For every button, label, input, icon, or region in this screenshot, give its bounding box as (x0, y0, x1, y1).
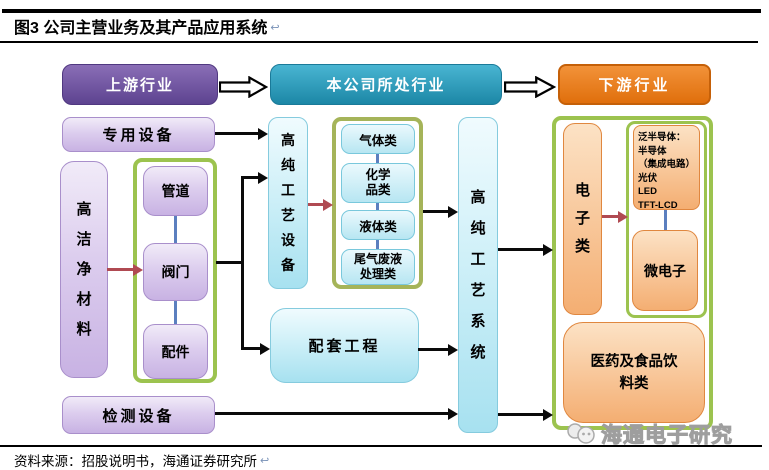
special-equipment-box: 专用设备 (62, 117, 215, 152)
support-engineering-box: 配套工程 (270, 308, 419, 383)
arrowhead-hpsystem-to-pharma (543, 408, 553, 421)
electronics-box: 电子类 (563, 123, 602, 315)
pan-semiconductor-label: 泛半导体： 半导体 （集成电路） 光伏 LED TFT-LCD (638, 132, 696, 211)
micro-electronics-label: 微电子 (644, 262, 686, 279)
pharma-food-label: 医药及食品饮 料类 (590, 353, 678, 392)
pipe-label: 管道 (161, 183, 190, 199)
connector-electronics-to-subgroup (602, 215, 619, 218)
figure-title: 图3 公司主营业务及其产品应用系统↩ (14, 14, 280, 38)
connector-branch-vertical (241, 176, 244, 350)
connector-group-out (216, 261, 244, 264)
gas-box: 气体类 (341, 124, 415, 154)
downstream-industry-header: 下游行业 (558, 64, 711, 105)
connector-branch-to-hpequip (244, 176, 259, 179)
support-engineering-label: 配套工程 (308, 338, 381, 355)
arrowhead-branch-to-hpequip (258, 171, 268, 184)
source-note: 资料来源：招股说明书，海通证券研究所↩ (14, 450, 269, 470)
waste-treatment-box: 尾气废液 处理类 (341, 249, 415, 285)
connector-special-to-hpequip (215, 132, 259, 135)
micro-electronics-box: 微电子 (632, 230, 698, 311)
company-industry-label: 本公司所处行业 (326, 77, 446, 94)
pharma-food-box: 医药及食品饮 料类 (563, 322, 705, 423)
connector-hpequip-to-media (308, 203, 324, 206)
valve-label: 阀门 (161, 264, 190, 280)
company-industry-header: 本公司所处行业 (270, 64, 502, 105)
arrowhead-media-to-hpsystem (448, 205, 458, 218)
arrowhead-electronics-to-subgroup (618, 210, 628, 223)
arrowhead-support-to-hpsystem (448, 343, 458, 356)
electronics-label: 电子类 (574, 182, 590, 255)
connector-hpsystem-to-electronics (498, 248, 544, 251)
connector-valve-fitting (174, 301, 177, 324)
connector-pipe-valve (174, 216, 177, 243)
arrowhead-hpsystem-to-electronics (543, 243, 553, 256)
fitting-label: 配件 (161, 343, 190, 360)
paragraph-mark-icon: ↩ (270, 22, 280, 34)
watermark-text: 海通电子研究 (601, 424, 733, 448)
high-purity-process-system-box: 高纯工艺系统 (458, 117, 498, 433)
source-note-text: 资料来源：招股说明书，海通证券研究所 (14, 454, 257, 469)
footer-rule (0, 445, 762, 447)
flow-arrow-upstream-to-company (219, 76, 268, 98)
pan-semiconductor-box: 泛半导体： 半导体 （集成电路） 光伏 LED TFT-LCD (633, 125, 700, 211)
high-purity-process-equipment-box: 高纯工艺设备 (268, 117, 308, 289)
connector-chemicals-liquids (376, 203, 379, 210)
high-clean-material-label: 高洁净材料 (76, 200, 92, 338)
title-rule (0, 41, 758, 43)
arrowhead-special-to-hpequip (258, 127, 268, 140)
arrowhead-branch-to-support (260, 342, 270, 355)
waste-treatment-label: 尾气废液 处理类 (353, 252, 402, 281)
connector-hpsystem-to-pharma (498, 413, 544, 416)
gas-label: 气体类 (359, 133, 397, 148)
flow-arrow-company-to-downstream (504, 76, 556, 98)
special-equipment-label: 专用设备 (102, 127, 175, 144)
connector-material-to-valve (107, 268, 134, 271)
high-clean-material-box: 高洁净材料 (60, 161, 108, 378)
fitting-box: 配件 (143, 324, 208, 379)
watermark: 海通电子研究 (566, 419, 733, 449)
chemicals-label: 化学 品类 (365, 168, 391, 197)
arrowhead-testing-to-hpsystem (448, 407, 458, 420)
valve-box: 阀门 (143, 243, 208, 301)
liquids-box: 液体类 (341, 210, 415, 240)
connector-media-to-hpsystem (423, 210, 449, 213)
connector-support-to-hpsystem (418, 348, 449, 351)
connector-liquids-waste (376, 240, 379, 249)
top-rule (2, 9, 761, 13)
pipe-box: 管道 (143, 166, 208, 216)
paragraph-mark-icon: ↩ (260, 455, 270, 467)
figure-title-text: 图3 公司主营业务及其产品应用系统 (14, 20, 268, 37)
testing-equipment-box: 检测设备 (62, 396, 215, 434)
high-purity-process-equipment-label: 高纯工艺设备 (281, 132, 295, 273)
watermark-logo-icon (567, 423, 595, 444)
connector-branch-to-support (244, 347, 261, 350)
connector-testing-to-hpsystem (215, 412, 449, 415)
arrowhead-hpequip-to-media (323, 198, 333, 211)
chemicals-box: 化学 品类 (341, 163, 415, 203)
upstream-industry-header: 上游行业 (62, 64, 218, 105)
connector-gas-chemicals (376, 154, 379, 163)
upstream-industry-label: 上游行业 (105, 77, 174, 94)
high-purity-process-system-label: 高纯工艺系统 (470, 189, 486, 361)
downstream-industry-label: 下游行业 (598, 77, 671, 94)
arrowhead-material-to-valve (133, 263, 143, 276)
connector-pansemi-micro (664, 210, 667, 230)
testing-equipment-label: 检测设备 (102, 407, 175, 425)
liquids-label: 液体类 (359, 219, 397, 234)
